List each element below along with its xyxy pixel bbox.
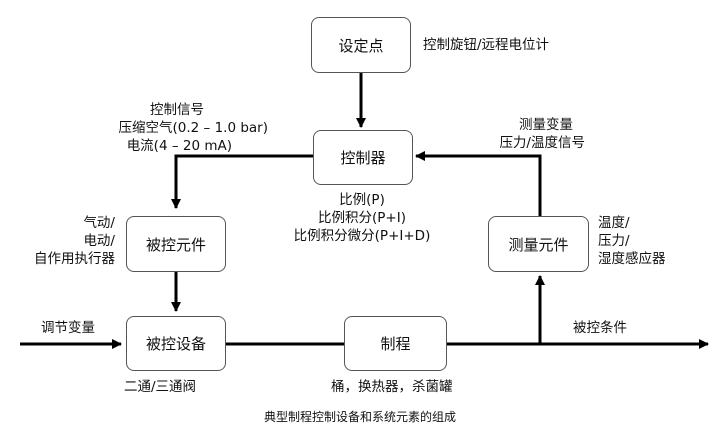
controller-mode-pi: 比例积分(P+I): [318, 210, 406, 226]
measuring-types-note: 温度/ 压力/ 湿度感应器: [598, 214, 666, 268]
actuator-type-1: 气动/: [83, 215, 115, 231]
control-signal-line-1: 控制信号: [150, 102, 204, 118]
controller-box: 控制器: [313, 130, 413, 185]
control-signal-line-3: 电流(4 – 20 mA): [126, 138, 232, 154]
control-signal-note: 控制信号 压缩空气(0.2 – 1.0 bar) 电流(4 – 20 mA): [78, 101, 269, 155]
controller-label: 控制器: [340, 149, 386, 167]
measured-variable-line-2: 压力/温度信号: [499, 135, 585, 151]
actuator-box: 被控元件: [126, 216, 226, 272]
arrow-measuring-to-controller: [415, 151, 542, 216]
measuring-type-1: 温度/: [598, 215, 630, 231]
process-label: 制程: [380, 335, 411, 353]
actuator-label: 被控元件: [145, 235, 206, 254]
measuring-type-3: 湿度感应器: [598, 251, 666, 267]
measured-variable-line-1: 测量变量: [519, 117, 573, 133]
controlled-condition-note: 被控条件: [573, 320, 627, 336]
actuator-type-3: 自作用执行器: [34, 251, 115, 267]
setpoint-box: 设定点: [311, 17, 411, 73]
setpoint-note: 控制旋钮/远程电位计: [423, 37, 550, 53]
controlled-device-box: 被控设备: [126, 316, 226, 371]
arrow-controller-to-actuator: [171, 154, 313, 209]
actuator-type-2: 电动/: [83, 233, 115, 249]
controller-modes-note: 比例(P) 比例积分(P+I) 比例积分微分(P+I+D): [262, 191, 462, 245]
measuring-label: 测量元件: [508, 235, 569, 254]
setpoint-label: 设定点: [338, 36, 384, 55]
controller-mode-p: 比例(P): [339, 192, 385, 208]
valve-types-note: 二通/三通阀: [124, 379, 197, 395]
process-box: 制程: [344, 316, 447, 371]
controlled-device-label: 被控设备: [145, 335, 206, 353]
controller-mode-pid: 比例积分微分(P+I+D): [293, 228, 431, 244]
actuator-types-note: 气动/ 电动/ 自作用执行器: [20, 214, 115, 268]
measuring-type-2: 压力/: [598, 233, 630, 249]
measured-variable-note: 测量变量 压力/温度信号: [475, 116, 585, 152]
controlled-variable-note: 调节变量: [41, 320, 95, 336]
control-signal-line-2: 压缩空气(0.2 – 1.0 bar): [118, 120, 269, 136]
process-examples-note: 桶，换热器，杀菌罐: [331, 379, 453, 395]
measuring-box: 测量元件: [488, 216, 589, 272]
figure-caption: 典型制程控制设备和系统元素的组成: [263, 410, 456, 424]
